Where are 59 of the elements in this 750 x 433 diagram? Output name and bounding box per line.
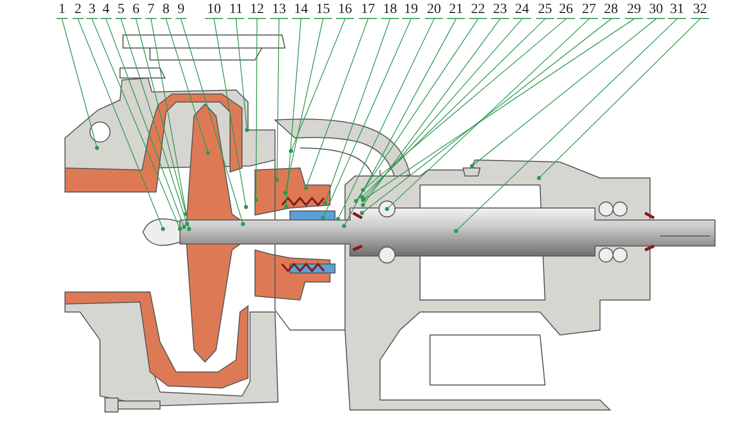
- callout-number: 8: [160, 2, 172, 19]
- leader-line: [150, 18, 191, 231]
- callout-number: 28: [602, 2, 620, 19]
- callout-number: 27: [580, 2, 598, 19]
- leader-line: [336, 18, 434, 221]
- callout-number: 13: [270, 2, 288, 19]
- callout-number: 11: [227, 2, 245, 19]
- leader-line: [289, 18, 346, 153]
- callout-number: 1: [56, 2, 68, 19]
- callout-number: 3: [86, 2, 98, 19]
- callout-number: 6: [130, 2, 142, 19]
- leader-line: [136, 18, 188, 216]
- callout-number: 23: [491, 2, 509, 19]
- callout-number: 10: [205, 2, 223, 19]
- callout-number: 14: [292, 2, 310, 19]
- callout-number: 32: [691, 2, 709, 19]
- leader-line: [254, 18, 258, 202]
- callout-number: 20: [425, 2, 443, 19]
- callout-number: 5: [116, 2, 126, 19]
- callout-number: 9: [176, 2, 186, 19]
- leader-line: [537, 18, 700, 180]
- leader-line: [236, 18, 249, 132]
- leader-line: [180, 18, 245, 226]
- leader-line: [385, 18, 590, 211]
- callout-number: 15: [314, 2, 332, 19]
- callout-number: 19: [402, 2, 420, 19]
- callout-number: 2: [72, 2, 84, 19]
- leader-line: [283, 18, 324, 195]
- callout-number: 24: [513, 2, 531, 19]
- leader-line: [106, 18, 186, 229]
- callout-number: 18: [381, 2, 399, 19]
- leader-line: [284, 18, 302, 209]
- leader-line: [62, 18, 99, 150]
- callout-number: 26: [557, 2, 575, 19]
- callout-number: 16: [336, 2, 354, 19]
- callout-number: 31: [668, 2, 686, 19]
- callout-number: 17: [359, 2, 377, 19]
- callout-number: 30: [647, 2, 665, 19]
- leader-line: [166, 18, 210, 155]
- leader-line: [120, 18, 189, 226]
- leader-line: [323, 18, 390, 205]
- leader-line: [361, 18, 500, 207]
- leader-line: [275, 18, 280, 182]
- leader-line: [304, 18, 368, 190]
- leader-line: [470, 18, 656, 168]
- callout-number: 12: [248, 2, 266, 19]
- leader-line: [354, 18, 478, 203]
- leader-line: [454, 18, 678, 233]
- callout-number: 4: [100, 2, 112, 19]
- leader-line: [321, 18, 412, 220]
- leader-line: [78, 18, 165, 231]
- callout-number: 25: [536, 2, 554, 19]
- callout-number: 22: [469, 2, 487, 19]
- leader-line: [214, 18, 248, 209]
- callout-number: 21: [447, 2, 465, 19]
- leader-line: [342, 18, 456, 228]
- callout-number: 7: [146, 2, 156, 19]
- leader-line: [92, 18, 182, 231]
- callout-number: 29: [625, 2, 643, 19]
